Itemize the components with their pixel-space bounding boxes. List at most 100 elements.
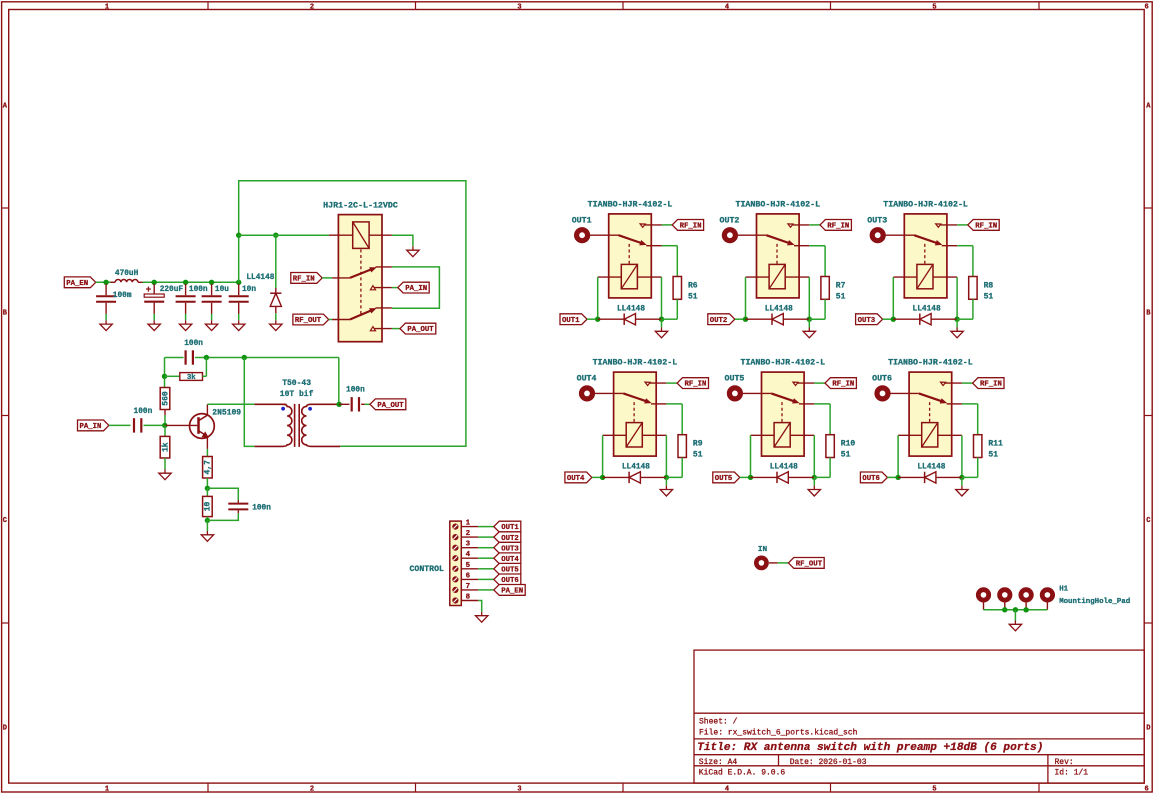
svg-text:C: C — [3, 517, 7, 525]
svg-text:10T bif: 10T bif — [280, 390, 314, 399]
svg-text:OUT3: OUT3 — [858, 317, 876, 325]
svg-text:File: rx_switch_6_ports.kicad_: File: rx_switch_6_ports.kicad_sch — [699, 728, 858, 737]
svg-text:4: 4 — [466, 551, 471, 559]
svg-text:PA_IN: PA_IN — [405, 285, 427, 293]
svg-text:H1: H1 — [1059, 585, 1068, 593]
svg-text:D: D — [3, 725, 7, 733]
svg-text:OUT6: OUT6 — [862, 475, 880, 483]
svg-text:PA_OUT: PA_OUT — [377, 402, 404, 410]
svg-text:OUT1: OUT1 — [501, 524, 519, 532]
svg-text:OUT6: OUT6 — [501, 577, 519, 585]
svg-text:3k: 3k — [187, 374, 196, 382]
svg-text:MountingHole_Pad: MountingHole_Pad — [1059, 598, 1130, 606]
svg-text:Date: 2026-01-03: Date: 2026-01-03 — [790, 758, 867, 767]
svg-text:R7: R7 — [836, 282, 846, 291]
svg-text:TIANBO-HJR-4102-L: TIANBO-HJR-4102-L — [593, 359, 678, 368]
svg-text:3: 3 — [517, 3, 521, 11]
svg-text:D: D — [1146, 725, 1150, 733]
svg-text:LL4148: LL4148 — [765, 306, 793, 314]
svg-text:OUT4: OUT4 — [501, 556, 519, 564]
svg-text:R9: R9 — [693, 440, 703, 449]
svg-text:TIANBO-HJR-4102-L: TIANBO-HJR-4102-L — [740, 359, 825, 368]
svg-text:OUT1: OUT1 — [562, 317, 580, 325]
svg-text:R8: R8 — [984, 282, 994, 291]
svg-text:220uF: 220uF — [160, 286, 184, 294]
svg-text:OUT3: OUT3 — [501, 545, 519, 553]
svg-text:51: 51 — [984, 293, 994, 302]
svg-text:T50-43: T50-43 — [282, 379, 311, 388]
svg-text:2: 2 — [466, 530, 470, 538]
svg-text:4: 4 — [725, 786, 729, 794]
svg-text:HJR1-2C-L-12VDC: HJR1-2C-L-12VDC — [323, 202, 398, 211]
svg-text:OUT2: OUT2 — [710, 317, 728, 325]
svg-text:2N5109: 2N5109 — [212, 409, 241, 418]
svg-text:4,7: 4,7 — [204, 460, 213, 475]
svg-text:R10: R10 — [841, 440, 856, 449]
svg-text:OUT4: OUT4 — [577, 375, 597, 384]
svg-text:51: 51 — [988, 451, 998, 460]
svg-text:RF_OUT: RF_OUT — [295, 317, 322, 325]
svg-text:100n: 100n — [252, 505, 271, 513]
svg-text:RF_IN: RF_IN — [827, 223, 849, 231]
svg-text:OUT5: OUT5 — [715, 475, 733, 483]
svg-text:2: 2 — [310, 786, 314, 794]
svg-text:TIANBO-HJR-4102-L: TIANBO-HJR-4102-L — [735, 201, 820, 210]
svg-text:3: 3 — [466, 541, 471, 549]
svg-text:OUT3: OUT3 — [867, 216, 887, 225]
svg-text:+: + — [146, 285, 151, 295]
svg-text:100n: 100n — [134, 408, 153, 416]
svg-text:OUT5: OUT5 — [725, 375, 745, 384]
svg-text:10: 10 — [204, 502, 213, 512]
svg-text:B: B — [1146, 310, 1151, 318]
svg-text:RF_IN: RF_IN — [832, 381, 854, 389]
svg-text:LL4148: LL4148 — [622, 464, 650, 472]
svg-text:1: 1 — [105, 786, 109, 794]
svg-text:LL4148: LL4148 — [246, 274, 274, 282]
svg-text:2: 2 — [310, 3, 314, 11]
svg-text:LL4148: LL4148 — [617, 306, 645, 314]
svg-text:PA_OUT: PA_OUT — [407, 326, 434, 334]
svg-text:5: 5 — [932, 786, 936, 794]
svg-text:6: 6 — [1144, 786, 1148, 794]
svg-text:100n: 100n — [189, 286, 208, 294]
svg-text:KiCad E.D.A. 9.0.6: KiCad E.D.A. 9.0.6 — [699, 768, 786, 777]
svg-text:RF_OUT: RF_OUT — [796, 561, 823, 569]
svg-text:A: A — [1146, 103, 1151, 111]
svg-text:Title: RX antenna switch with: Title: RX antenna switch with preamp +18… — [697, 742, 1043, 754]
svg-text:8: 8 — [466, 594, 471, 602]
svg-text:TIANBO-HJR-4102-L: TIANBO-HJR-4102-L — [588, 201, 673, 210]
svg-text:B: B — [3, 310, 8, 318]
svg-text:10n: 10n — [242, 286, 256, 294]
svg-text:100n: 100n — [184, 340, 203, 348]
svg-text:7: 7 — [466, 583, 470, 591]
svg-text:6: 6 — [1144, 3, 1148, 11]
svg-text:1k: 1k — [161, 442, 170, 452]
svg-text:100m: 100m — [113, 292, 132, 300]
svg-text:Size: A4: Size: A4 — [699, 758, 738, 767]
svg-text:A: A — [3, 103, 8, 111]
svg-text:560: 560 — [161, 391, 170, 406]
svg-text:OUT6: OUT6 — [872, 375, 892, 384]
svg-text:OUT5: OUT5 — [501, 566, 519, 574]
svg-text:PA_IN: PA_IN — [80, 423, 102, 431]
svg-text:5: 5 — [466, 562, 471, 570]
svg-text:PA_EN: PA_EN — [501, 588, 523, 596]
svg-text:R11: R11 — [988, 440, 1003, 449]
svg-text:RF_IN: RF_IN — [293, 276, 315, 284]
svg-text:RF_IN: RF_IN — [980, 381, 1002, 389]
svg-text:10u: 10u — [215, 286, 229, 294]
svg-text:LL4148: LL4148 — [913, 306, 941, 314]
svg-text:Sheet: /: Sheet: / — [699, 717, 738, 726]
svg-text:IN: IN — [758, 546, 768, 554]
svg-text:LL4148: LL4148 — [917, 464, 945, 472]
svg-text:3: 3 — [517, 786, 521, 794]
svg-text:100n: 100n — [346, 387, 365, 395]
svg-text:4: 4 — [725, 3, 729, 11]
svg-text:1: 1 — [105, 3, 109, 11]
svg-text:RF_IN: RF_IN — [975, 223, 997, 231]
svg-text:TIANBO-HJR-4102-L: TIANBO-HJR-4102-L — [883, 201, 968, 210]
svg-text:51: 51 — [693, 451, 703, 460]
svg-text:OUT2: OUT2 — [720, 216, 740, 225]
svg-text:5: 5 — [932, 3, 936, 11]
svg-text:RF_IN: RF_IN — [685, 381, 707, 389]
